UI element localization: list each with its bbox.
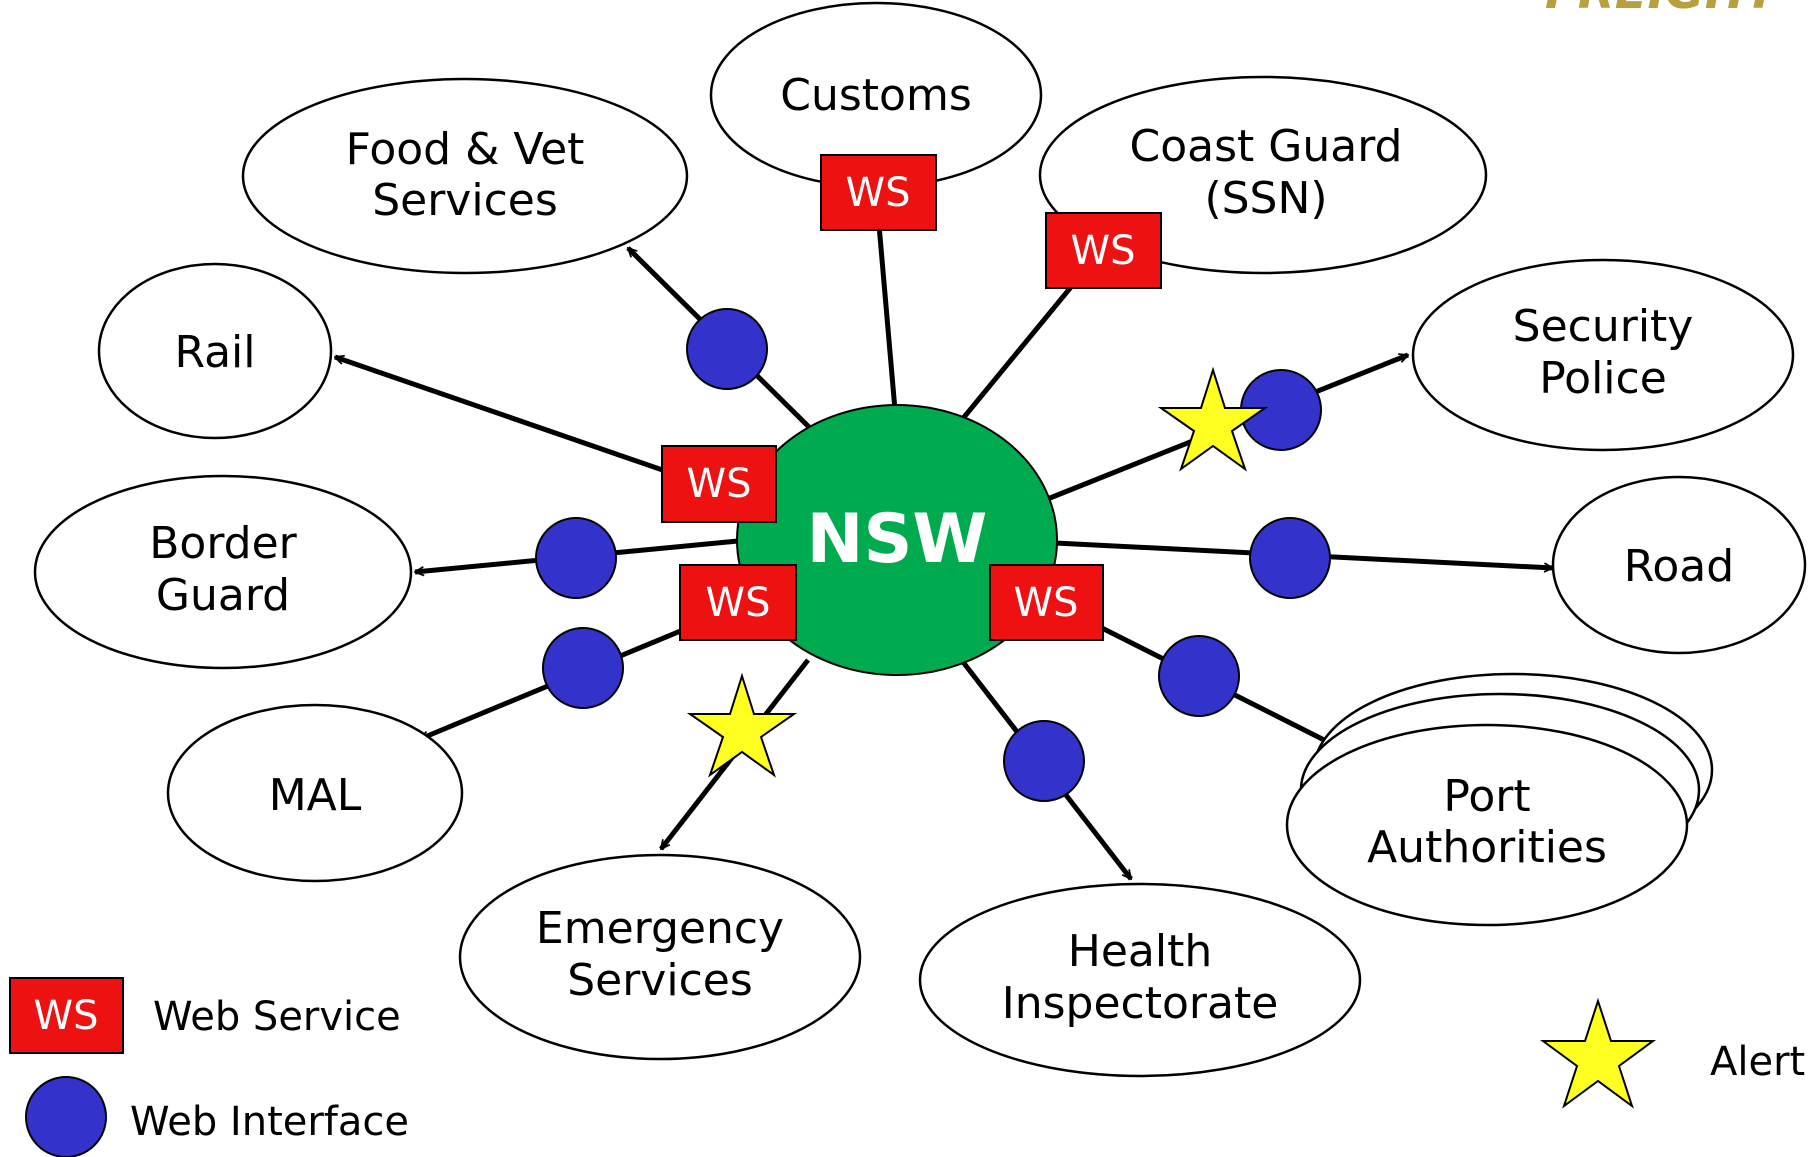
- node-border-guard: [33, 474, 413, 670]
- web-service-badges: WS WS WS WS WS: [661, 154, 1162, 641]
- node-labels: Customs Food & Vet Services Coast Guard …: [149, 70, 1734, 1029]
- food-vet-label-line2: Services: [372, 175, 558, 226]
- legend-web-interface: Web Interface: [25, 1076, 409, 1157]
- coast-guard-label-line2: (SSN): [1204, 173, 1327, 224]
- rail-label: Rail: [174, 327, 255, 378]
- emergency-services-label-line1: Emergency: [536, 903, 784, 954]
- node-security-police: [1411, 258, 1795, 452]
- legend-alert-label: Alert: [1710, 1039, 1805, 1085]
- security-police-label-line1: Security: [1513, 301, 1694, 352]
- legend-web-service-label: Web Service: [153, 994, 401, 1040]
- ws-badge: WS: [989, 564, 1104, 641]
- hub-nsw: [736, 404, 1058, 676]
- legend-alert: Alert: [1539, 997, 1805, 1109]
- node-mal: [166, 703, 464, 883]
- web-interface-icon: [1249, 517, 1331, 599]
- ws-badge: WS: [679, 564, 797, 641]
- web-interface-icon: [1003, 720, 1085, 802]
- ws-badge: WS: [661, 445, 777, 523]
- mal-label: MAL: [269, 770, 362, 821]
- node-health-inspectorate: [918, 882, 1362, 1078]
- ws-badge-label: WS: [1014, 580, 1079, 626]
- web-interface-markers: [535, 308, 1331, 802]
- logo-text: FREIGHT: [1545, 0, 1781, 20]
- legend-alert-star-icon: [1539, 997, 1657, 1109]
- web-interface-icon: [686, 308, 768, 390]
- border-guard-label-line2: Guard: [156, 570, 290, 621]
- legend: WS Web Service Web Interface Alert: [9, 977, 1805, 1157]
- port-authorities-label-line1: Port: [1443, 771, 1530, 822]
- legend-web-interface-label: Web Interface: [130, 1099, 409, 1145]
- border-guard-label-line1: Border: [149, 518, 297, 569]
- customs-label: Customs: [780, 70, 972, 121]
- legend-web-interface-icon: [25, 1076, 107, 1157]
- web-interface-icon: [1158, 635, 1240, 717]
- node-emergency-services: [458, 853, 862, 1061]
- food-vet-label-line1: Food & Vet: [346, 124, 585, 175]
- hub-label: NSW: [807, 500, 988, 579]
- legend-web-service: WS Web Service: [9, 977, 401, 1054]
- ws-badge-label: WS: [687, 461, 752, 507]
- node-food-vet: [241, 77, 689, 275]
- alert-markers: [686, 366, 1269, 778]
- port-authorities-label-line2: Authorities: [1367, 822, 1607, 873]
- alert-star-icon: [686, 672, 798, 778]
- security-police-label-line2: Police: [1539, 353, 1667, 404]
- ws-badge: WS: [820, 154, 937, 231]
- legend-ws-swatch: [9, 977, 124, 1054]
- health-inspectorate-label-line1: Health: [1068, 926, 1212, 977]
- ws-badge-label: WS: [846, 170, 911, 216]
- organisation-nodes: [33, 1, 1807, 1078]
- ws-badge-label: WS: [706, 580, 771, 626]
- node-rail: [97, 262, 333, 440]
- alert-star-icon: [1157, 366, 1269, 472]
- health-inspectorate-label-line2: Inspectorate: [1002, 978, 1279, 1029]
- emergency-services-label-line2: Services: [567, 955, 753, 1006]
- ws-badge: WS: [1045, 212, 1162, 289]
- legend-ws-swatch-label: WS: [34, 993, 99, 1039]
- node-port-authorities: [1285, 723, 1689, 927]
- road-label: Road: [1624, 541, 1734, 592]
- ws-badge-label: WS: [1071, 228, 1136, 274]
- coast-guard-label-line1: Coast Guard: [1130, 121, 1403, 172]
- node-road: [1551, 475, 1807, 655]
- web-interface-icon: [535, 517, 617, 599]
- connector-coast-guard: [958, 268, 1087, 424]
- web-interface-icon: [542, 627, 624, 709]
